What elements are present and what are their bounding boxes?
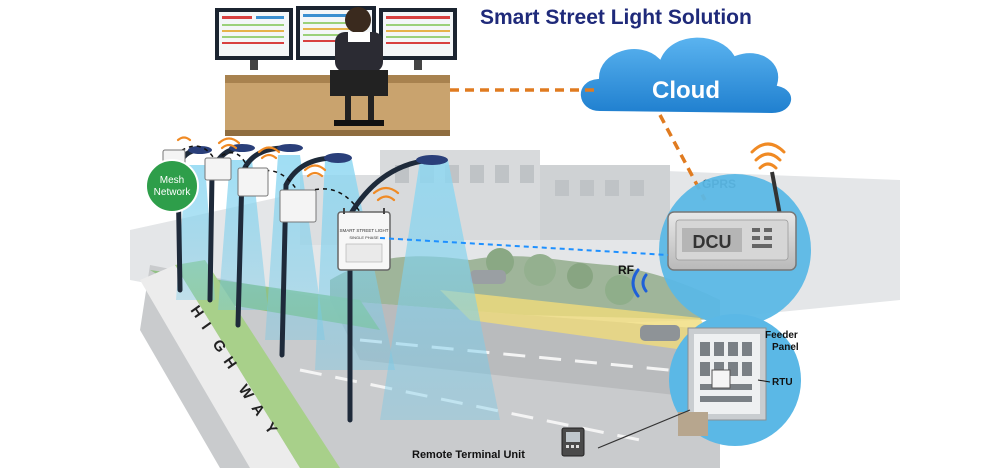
mesh-label-line2: Network (154, 187, 192, 198)
remote-terminal-unit: Remote Terminal Unit (412, 409, 691, 461)
gprs-wifi-icon (750, 142, 786, 170)
cloud-label: Cloud (652, 77, 720, 104)
monitor-right (379, 8, 457, 70)
rf-link (379, 237, 669, 256)
wifi-waves-poles (176, 136, 400, 202)
mesh-network-badge: Mesh Network (145, 159, 199, 213)
feeder-label-line2: Panel (772, 342, 799, 353)
dcu-device: DCU (659, 171, 811, 326)
rtu-label: RTU (772, 377, 793, 388)
cloud-shape: Cloud (578, 35, 794, 116)
control-room-illustration (215, 6, 457, 136)
box-label-line2: SINGLE PHASE (349, 235, 379, 240)
rf-label: RF (618, 263, 634, 277)
operator-figure (330, 7, 388, 126)
dcu-label: DCU (693, 232, 732, 252)
feeder-label-line1: Feeder (765, 330, 798, 341)
lamp-heads (188, 144, 448, 165)
remote-terminal-unit-label: Remote Terminal Unit (412, 449, 525, 461)
feeder-panel: Feeder Panel RTU (669, 314, 801, 446)
box-label-line1: SMART STREET LIGHT (339, 228, 388, 233)
monitor-left (215, 8, 293, 70)
diagram-title: Smart Street Light Solution (480, 6, 752, 29)
mesh-label-line1: Mesh (160, 175, 184, 186)
rf-wifi-icon (631, 268, 648, 298)
